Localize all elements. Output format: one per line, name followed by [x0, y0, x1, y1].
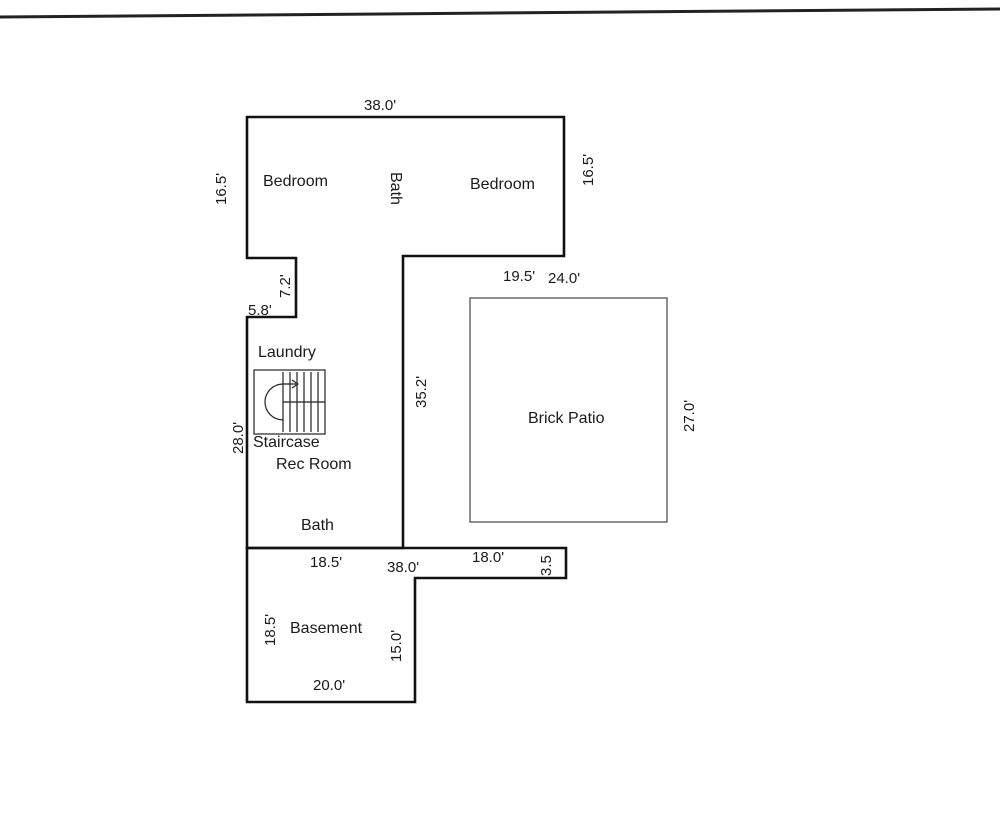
dim-basement-right: 15.0' — [388, 630, 405, 662]
dim-corridor-height: 35.2' — [413, 376, 430, 408]
dim-notch-width: 5.8' — [248, 302, 272, 319]
room-label-bedroom-left: Bedroom — [263, 173, 328, 190]
dim-left-top-height: 16.5' — [213, 173, 230, 205]
page-top-rule — [0, 7, 1000, 19]
dim-basement-bottom: 20.0' — [313, 677, 345, 694]
room-label-brick-patio: Brick Patio — [528, 410, 605, 427]
dim-right-top-height: 16.5' — [580, 154, 597, 186]
dim-extension-width: 18.0' — [472, 549, 504, 566]
room-label-bath-upper: Bath — [387, 172, 404, 205]
brick-patio-outline — [469, 297, 668, 523]
room-label-rec-room: Rec Room — [276, 456, 352, 473]
dim-lower-width: 38.0' — [387, 559, 419, 576]
dim-right-ledge: 19.5' — [503, 268, 535, 285]
dim-patio-width: 24.0' — [548, 270, 580, 287]
dim-basement-top: 18.5' — [310, 554, 342, 571]
room-label-laundry: Laundry — [258, 344, 316, 361]
dim-rec-height: 28.0' — [230, 422, 247, 454]
basement-outline — [245, 546, 568, 704]
dim-patio-height: 27.0' — [681, 400, 698, 432]
staircase-icon — [253, 369, 326, 435]
room-label-bedroom-right: Bedroom — [470, 176, 535, 193]
room-label-bath-lower: Bath — [301, 517, 334, 534]
room-label-basement: Basement — [290, 620, 363, 637]
dim-top-width: 38.0' — [364, 97, 396, 114]
dim-basement-left: 18.5' — [262, 614, 279, 646]
dim-notch-height: 7.2' — [277, 274, 294, 298]
room-label-staircase: Staircase — [253, 434, 320, 451]
dim-extension-height: 3.5 — [538, 555, 555, 576]
